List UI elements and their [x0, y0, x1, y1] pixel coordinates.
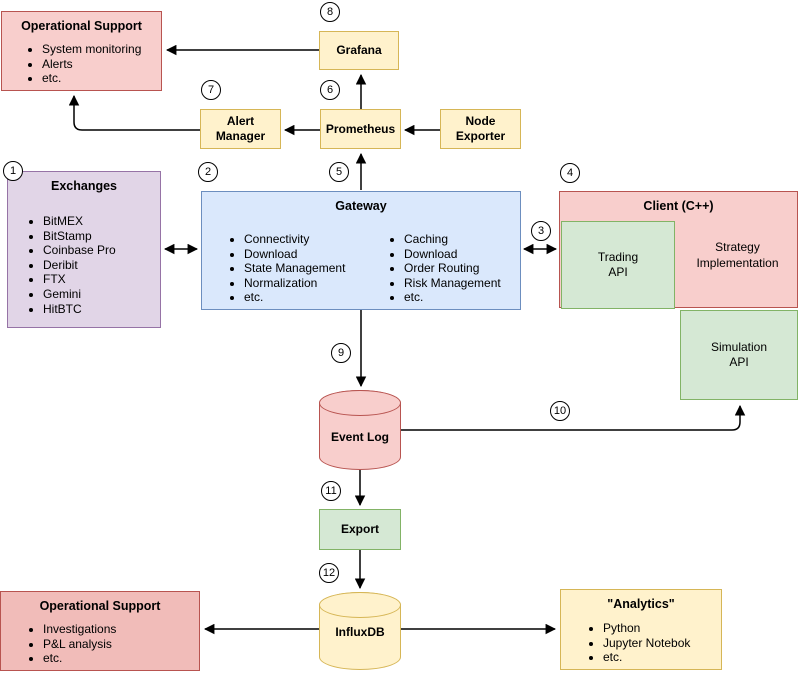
list-item: Jupyter Notebok [603, 636, 690, 651]
list-item: HitBTC [43, 302, 116, 317]
node-title: Operational Support [21, 19, 142, 33]
node-alert-manager: Alert Manager [200, 109, 281, 149]
list-item: etc. [42, 71, 141, 86]
list-item: BitMEX [43, 214, 116, 229]
list-item: Deribit [43, 258, 116, 273]
node-export: Export [319, 509, 401, 550]
list-item: Connectivity [244, 232, 345, 247]
step-badge-8: 8 [320, 2, 340, 22]
node-gateway: Gateway Connectivity Download State Mana… [201, 191, 521, 310]
node-node-exporter: Node Exporter [440, 109, 521, 149]
step-badge-3: 3 [531, 221, 551, 241]
node-label: Simulation API [710, 340, 768, 369]
node-label: Alert Manager [215, 114, 266, 143]
node-operational-support-bottom: Operational Support Investigations P&L a… [0, 591, 200, 671]
node-event-log: Event Log [319, 390, 401, 470]
node-label: Event Log [330, 430, 389, 444]
node-trading-api: Trading API [561, 221, 675, 309]
cylinder-top-ellipse [319, 592, 401, 618]
list-item: Order Routing [404, 261, 501, 276]
step-badge-9: 9 [331, 343, 351, 363]
node-label: Trading API [597, 250, 639, 279]
list-item: Download [244, 247, 345, 262]
node-title: Exchanges [50, 179, 117, 193]
step-badge-12: 12 [319, 563, 339, 583]
node-simulation-api: Simulation API [680, 310, 798, 400]
list-item: FTX [43, 272, 116, 287]
step-badge-1: 1 [3, 161, 23, 181]
list-item: Gemini [43, 287, 116, 302]
node-title: "Analytics" [607, 597, 675, 611]
node-label: InfluxDB [335, 625, 385, 639]
node-influxdb: InfluxDB [319, 592, 401, 670]
node-analytics: "Analytics" Python Jupyter Notebok etc. [560, 589, 722, 670]
list-item: etc. [603, 650, 690, 665]
list-item: etc. [404, 290, 501, 305]
step-badge-10: 10 [550, 401, 570, 421]
list-item: BitStamp [43, 229, 116, 244]
node-title: Gateway [335, 199, 387, 213]
list-item: Investigations [43, 622, 116, 637]
node-title: Operational Support [39, 599, 161, 613]
list-item: State Management [244, 261, 345, 276]
list-item: Normalization [244, 276, 345, 291]
step-badge-4: 4 [560, 163, 580, 183]
arrow-eventlog-to-simulation [401, 404, 746, 431]
list-item: P&L analysis [43, 637, 116, 652]
node-grafana: Grafana [319, 31, 399, 70]
node-label: Grafana [336, 43, 382, 57]
list-item: Risk Management [404, 276, 501, 291]
node-label: Node Exporter [455, 114, 506, 143]
list-item: Alerts [42, 57, 141, 72]
step-badge-6: 6 [320, 80, 340, 100]
step-badge-5: 5 [329, 162, 349, 182]
list-item: Python [603, 621, 690, 636]
step-badge-11: 11 [321, 481, 341, 501]
step-badge-7: 7 [201, 80, 221, 100]
list-item: etc. [244, 290, 345, 305]
list-item: Caching [404, 232, 501, 247]
node-operational-support-top: Operational Support System monitoring Al… [1, 11, 162, 91]
node-strategy-implementation: Strategy Implementation [696, 240, 779, 270]
arrow-alertmanager-to-opsupport [68, 94, 200, 131]
step-badge-2: 2 [198, 162, 218, 182]
list-item: Coinbase Pro [43, 243, 116, 258]
node-label: Prometheus [325, 121, 396, 136]
list-item: Download [404, 247, 501, 262]
node-label: Export [340, 522, 379, 536]
node-title: Client (C++) [643, 199, 714, 213]
list-item: etc. [43, 651, 116, 666]
list-item: System monitoring [42, 42, 141, 57]
cylinder-top-ellipse [319, 390, 401, 416]
node-exchanges: Exchanges BitMEX BitStamp Coinbase Pro D… [7, 171, 161, 328]
node-prometheus: Prometheus [320, 109, 401, 149]
